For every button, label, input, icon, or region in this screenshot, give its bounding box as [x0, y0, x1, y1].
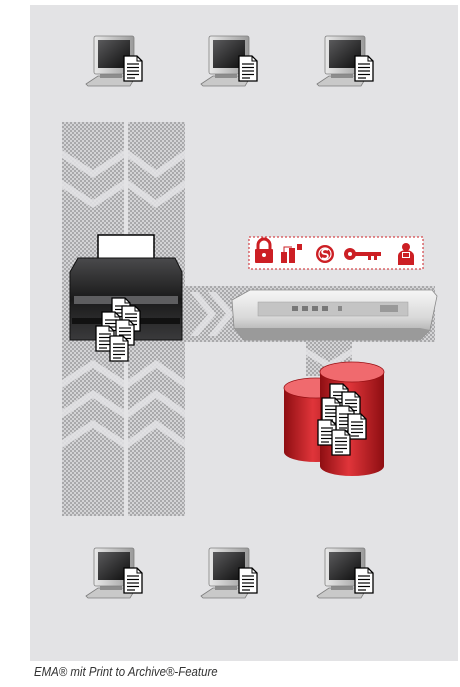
workstation-bottom-2	[201, 548, 257, 598]
workstation-bottom-1	[86, 548, 142, 598]
feature-icons	[249, 237, 423, 269]
figure-caption: EMA® mit Print to Archive®-Feature	[34, 664, 218, 679]
archive-database-icon	[284, 362, 384, 476]
workstation-top-3	[317, 36, 373, 86]
signature-icon	[316, 245, 334, 263]
ema-appliance	[232, 290, 437, 340]
workstation-top-2	[201, 36, 257, 86]
workstation-top-1	[86, 36, 142, 86]
workstation-bottom-3	[317, 548, 373, 598]
